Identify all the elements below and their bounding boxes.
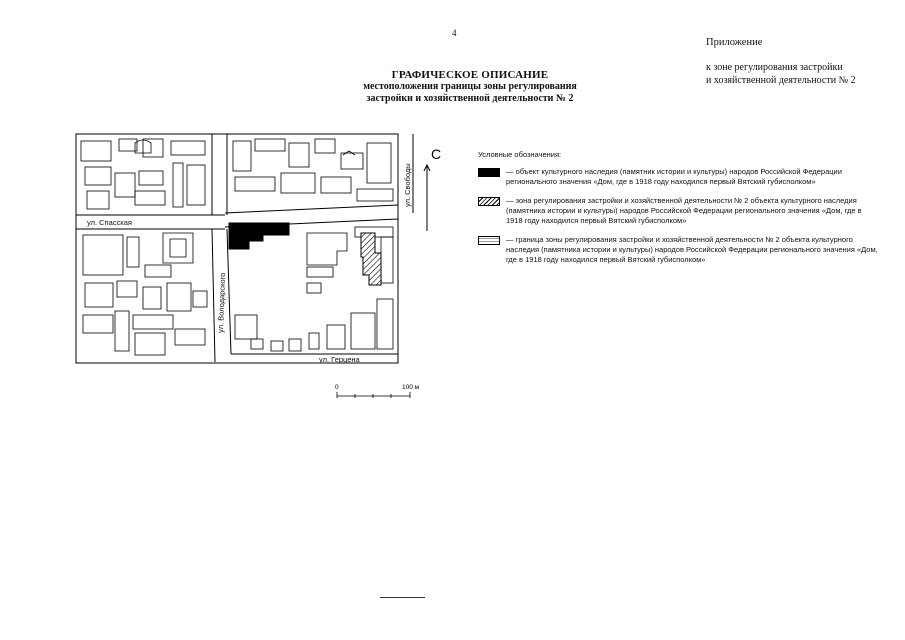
zone-boundary-swatch	[478, 236, 500, 245]
scale-start-label: 0	[335, 384, 339, 391]
legend-item-regulation-zone: — зона регулирования застройки и хозяйст…	[478, 196, 878, 226]
appendix-subtitle-line2: и хозяйственной деятельности № 2	[706, 75, 856, 86]
scale-end-label: 100 м	[402, 384, 420, 391]
legend-title: Условные обозначения:	[478, 150, 562, 159]
page-number: 4	[452, 28, 457, 38]
title-line2: местоположения границы зоны регулировани…	[363, 81, 577, 92]
appendix-subtitle: к зоне регулирования застройки и хозяйст…	[706, 61, 896, 87]
title-subtitle: местоположения границы зоны регулировани…	[320, 81, 620, 105]
buildings-top-left	[80, 138, 206, 210]
document-title: ГРАФИЧЕСКОЕ ОПИСАНИЕ местоположения гран…	[320, 69, 620, 105]
street-label-svobody: ул. Свободы	[403, 163, 412, 207]
footer-rule	[380, 597, 425, 598]
legend-item-text: — зона регулирования застройки и хозяйст…	[506, 196, 862, 225]
street-label-spasskaya: ул. Спасская	[87, 218, 132, 227]
title-line3: застройки и хозяйственной деятельности №…	[366, 93, 574, 104]
legend-item-zone-boundary: — граница зоны регулирования застройки и…	[478, 235, 878, 265]
buildings-top-right	[232, 138, 394, 202]
appendix-title: Приложение	[706, 37, 763, 48]
street-label-gertsena: ул. Герцена	[319, 355, 361, 364]
street-edges	[76, 134, 414, 363]
buildings-bottom-left	[82, 232, 208, 356]
heritage-object-swatch	[478, 168, 500, 177]
map-legend: Условные обозначения: — объект культурно…	[478, 150, 878, 274]
heritage-object-building	[228, 222, 290, 250]
appendix-subtitle-line1: к зоне регулирования застройки	[706, 62, 843, 73]
legend-item-text: — объект культурного наследия (памятник …	[506, 167, 842, 186]
legend-item-heritage-object: — объект культурного наследия (памятник …	[478, 167, 878, 187]
site-plan-map: ул. Спасская ул. Володарского ул. Свобод…	[75, 133, 450, 370]
regulation-zone-swatch	[478, 197, 500, 206]
north-arrow	[423, 163, 431, 231]
scale-bar: 0 100 м	[335, 382, 445, 409]
title-main: ГРАФИЧЕСКОЕ ОПИСАНИЕ	[391, 69, 549, 81]
scale-bar-line	[336, 392, 411, 398]
regulation-zone-area	[360, 232, 382, 286]
street-label-volodarskogo: ул. Володарского	[216, 272, 227, 333]
legend-item-text: — граница зоны регулирования застройки и…	[506, 235, 878, 264]
north-label: С	[431, 146, 441, 162]
